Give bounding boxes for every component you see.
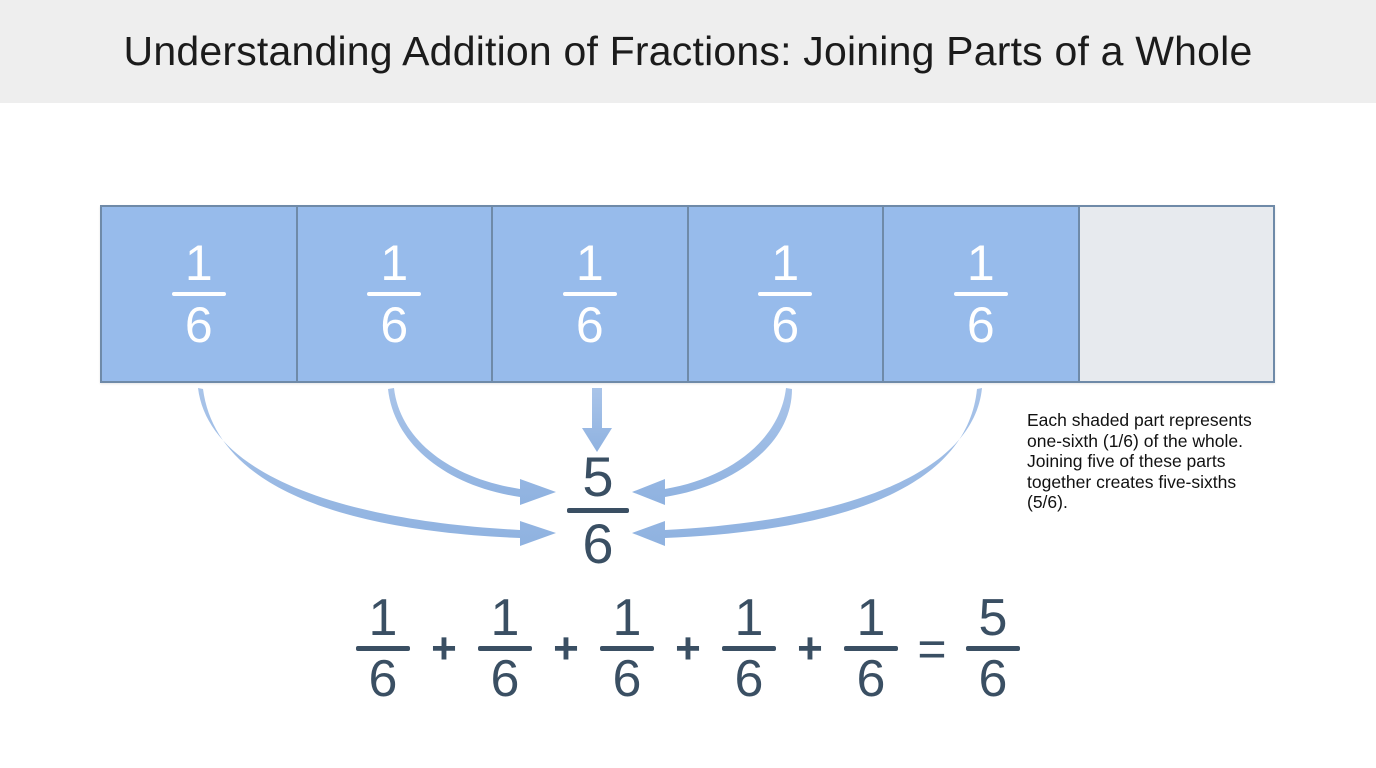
equation-term-2-denominator: 6 (490, 650, 520, 708)
equation-term-1-denominator: 6 (368, 650, 398, 708)
segment-fraction-3: 1 6 (562, 235, 617, 353)
segment-numerator-2: 1 (380, 235, 409, 291)
arrow-from-segment-4 (632, 388, 792, 505)
segment-fraction-rule-4 (758, 292, 813, 296)
annotation-text: Each shaded part represents one-sixth (1… (1027, 410, 1285, 513)
segment-fraction-rule-2 (367, 292, 422, 296)
equation-term-3-numerator: 1 (612, 589, 642, 647)
page-title: Understanding Addition of Fractions: Joi… (123, 28, 1253, 74)
equation-term-4-rule (722, 646, 776, 651)
equation-term-4-numerator: 1 (734, 589, 764, 647)
equation-term-1: 1 6 (352, 592, 414, 705)
bar-segment-4[interactable]: 1 6 (688, 207, 884, 381)
result-fraction-rule (567, 507, 629, 513)
equation-plus-4: + (797, 623, 823, 673)
annotation-line-3: Joining five of these parts (1027, 451, 1226, 472)
bar-segment-1[interactable]: 1 6 (102, 207, 298, 381)
result-fraction-stack: 5 6 (567, 444, 629, 575)
result-fraction: 5 6 (560, 448, 636, 571)
equation-plus-2: + (553, 623, 579, 673)
equation-sum-denominator: 6 (978, 650, 1008, 708)
equation-term-4-denominator: 6 (734, 650, 764, 708)
equation-equals-sign: = (917, 620, 947, 677)
segment-fraction-rule-5 (953, 292, 1008, 296)
segment-numerator-1: 1 (184, 235, 213, 291)
equation-plus-3: + (675, 623, 701, 673)
bottom-cropped-text (0, 756, 1376, 768)
equation-term-3: 1 6 (596, 592, 658, 705)
equation-term-5: 1 6 (840, 592, 902, 705)
equation-term-1-rule (356, 646, 410, 651)
segment-fraction-2: 1 6 (367, 235, 422, 353)
segment-fraction-1: 1 6 (171, 235, 226, 353)
bar-segment-2[interactable]: 1 6 (297, 207, 493, 381)
fraction-bar-model: 1 6 1 6 1 6 1 6 1 6 (100, 205, 1275, 383)
equation-term-3-rule (600, 646, 654, 651)
equation-sum-rule (966, 646, 1020, 651)
bar-segment-3[interactable]: 1 6 (493, 207, 689, 381)
bar-segment-6-empty[interactable] (1079, 207, 1273, 381)
equation-term-2-numerator: 1 (490, 589, 520, 647)
segment-fraction-4: 1 6 (758, 235, 813, 353)
equation-row: 1 6 + 1 6 + 1 6 + 1 6 + 1 6 = 5 6 (0, 592, 1376, 705)
equation-sum: 5 6 (962, 592, 1024, 705)
result-denominator: 6 (582, 511, 614, 575)
result-numerator: 5 (582, 444, 614, 508)
equation-term-2-rule (478, 646, 532, 651)
annotation-line-5: (5/6). (1027, 492, 1068, 513)
segment-denominator-2: 6 (380, 297, 409, 353)
arrow-from-segment-5 (632, 388, 982, 546)
segment-denominator-1: 6 (184, 297, 213, 353)
segment-fraction-rule-1 (171, 292, 226, 296)
arrow-from-segment-2 (388, 388, 556, 505)
segment-denominator-5: 6 (966, 297, 995, 353)
arrow-from-segment-3 (582, 388, 612, 452)
equation-term-1-numerator: 1 (368, 589, 398, 647)
equation-sum-numerator: 5 (978, 589, 1008, 647)
bar-segment-5[interactable]: 1 6 (884, 207, 1080, 381)
segment-fraction-rule-3 (562, 292, 617, 296)
segment-denominator-3: 6 (575, 297, 604, 353)
segment-numerator-4: 1 (771, 235, 800, 291)
segment-fraction-5: 1 6 (953, 235, 1008, 353)
equation-term-3-denominator: 6 (612, 650, 642, 708)
annotation-line-2: one-sixth (1/6) of the whole. (1027, 430, 1243, 451)
equation-term-5-denominator: 6 (856, 650, 886, 708)
arrow-from-segment-1 (198, 388, 556, 546)
equation-plus-1: + (431, 623, 457, 673)
annotation-line-1: Each shaded part represents (1027, 410, 1252, 430)
equation-term-4: 1 6 (718, 592, 780, 705)
equation-term-5-numerator: 1 (856, 589, 886, 647)
annotation-line-4: together creates five-sixths (1027, 471, 1237, 492)
equation-term-2: 1 6 (474, 592, 536, 705)
segment-numerator-5: 1 (966, 235, 995, 291)
segment-numerator-3: 1 (575, 235, 604, 291)
segment-denominator-4: 6 (771, 297, 800, 353)
equation-term-5-rule (844, 646, 898, 651)
header-band (0, 0, 1376, 103)
